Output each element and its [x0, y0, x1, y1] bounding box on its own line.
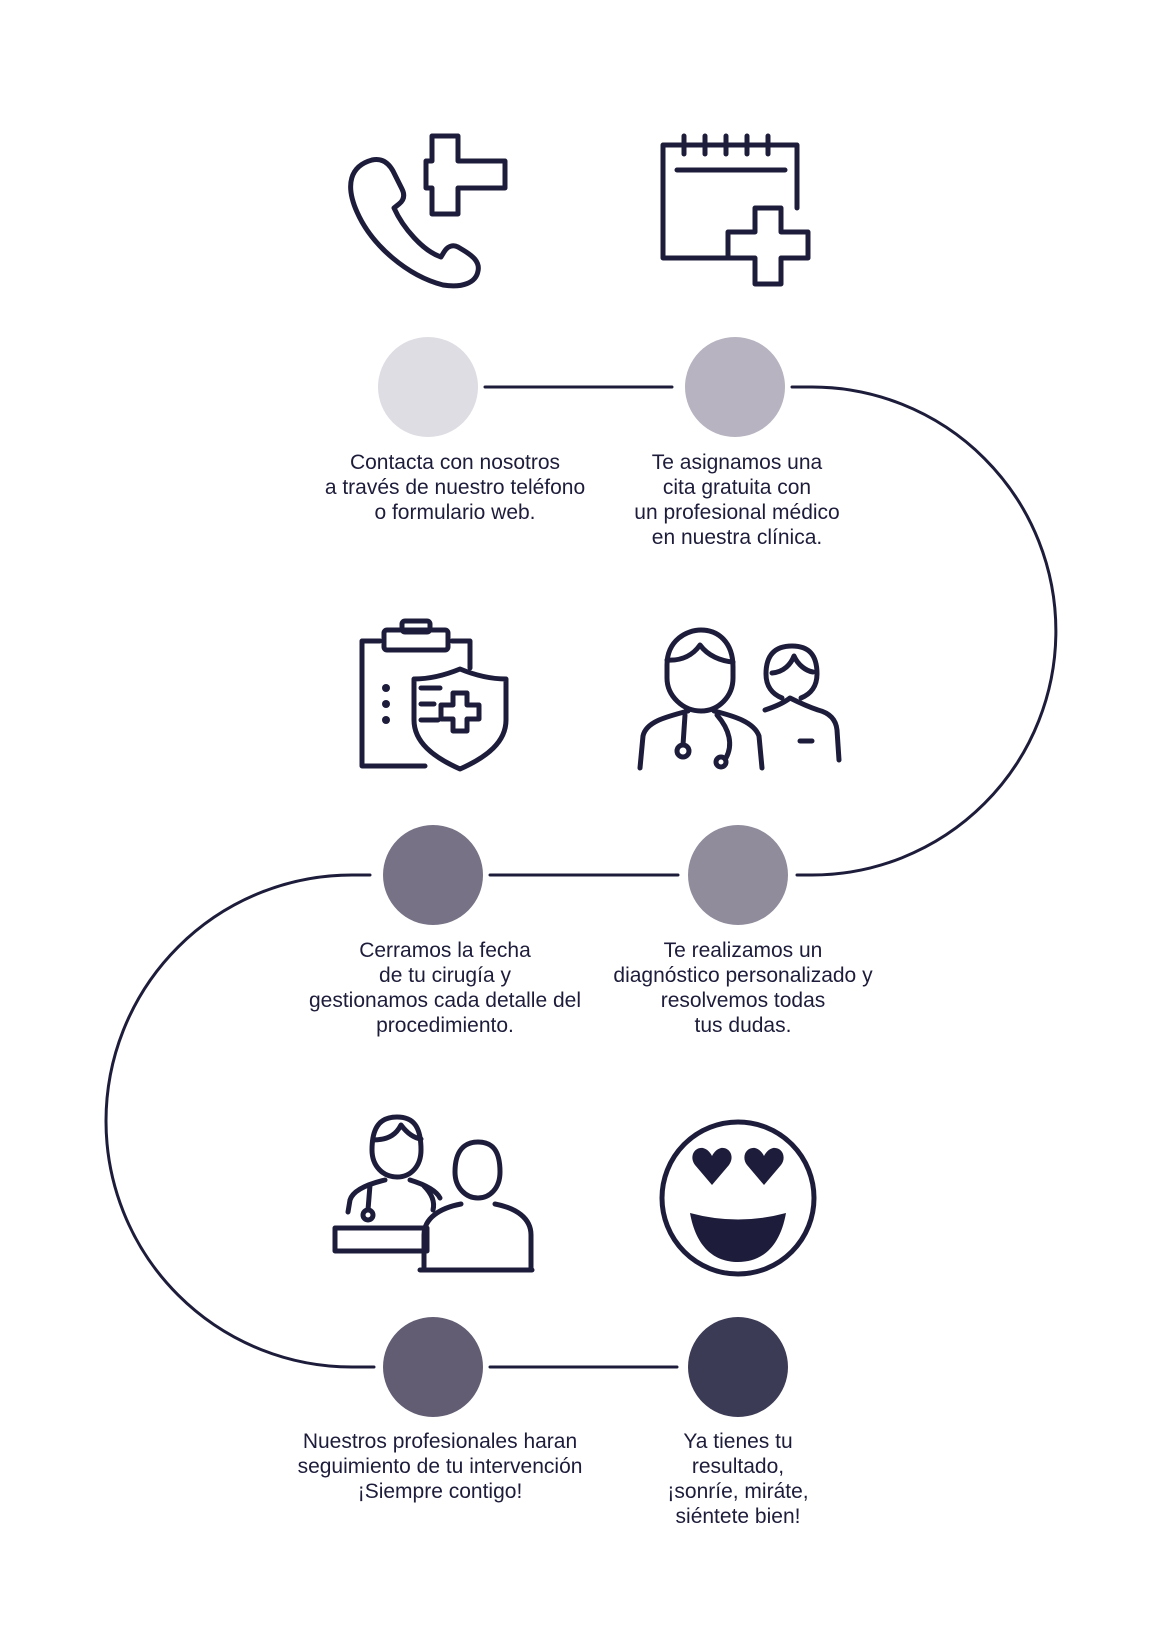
step-circle [383, 1317, 483, 1417]
caption-line: un profesional médico [634, 501, 840, 524]
caption-line: Contacta con nosotros [349, 451, 561, 474]
caption-line: seguimiento de tu intervención [297, 1455, 583, 1478]
caption-line: resultado, [691, 1455, 785, 1478]
step-3-caption: Te realizamos un diagnóstico personaliza… [573, 938, 913, 1038]
caption-line: procedimiento. [376, 1014, 514, 1037]
step-6-caption: Ya tienes tu resultado, ¡sonríe, miráte,… [568, 1429, 908, 1529]
caption-line: Nuestros profesionales haran [302, 1430, 578, 1453]
step-1-caption: Contacta con nosotros a través de nuestr… [285, 450, 625, 525]
step-circle [383, 825, 483, 925]
doctor-patient-icon [332, 1114, 535, 1273]
step-circle [688, 1317, 788, 1417]
connector-curve [790, 385, 1058, 877]
caption-line: Te realizamos un [663, 939, 823, 962]
step-circle [378, 337, 478, 437]
doctors-icon [637, 627, 842, 771]
caption-line: en nuestra clínica. [651, 526, 823, 549]
caption-line: tus dudas. [694, 1014, 792, 1037]
caption-line: resolvemos todas [660, 989, 826, 1012]
caption-line: gestionamos cada detalle del [308, 989, 581, 1012]
step-5-caption: Nuestros profesionales haran seguimiento… [270, 1429, 610, 1504]
calendar-plus-icon [660, 133, 811, 287]
caption-line: o formulario web. [374, 501, 536, 524]
caption-line: Cerramos la fecha [359, 939, 531, 962]
step-4-caption: Cerramos la fecha de tu cirugía y gestio… [275, 938, 615, 1038]
caption-line: ¡Siempre contigo! [357, 1480, 523, 1503]
caption-line: diagnóstico personalizado y [613, 964, 873, 987]
caption-line: cita gratuita con [662, 476, 812, 499]
clipboard-shield-icon [359, 618, 509, 772]
caption-line: de tu cirugía y [379, 964, 511, 987]
heart-eyes-smiley-icon [659, 1119, 817, 1277]
connector-curve [104, 873, 376, 1369]
caption-line: Ya tienes tu [683, 1430, 793, 1453]
step-circle [685, 337, 785, 437]
caption-line: siéntete bien! [675, 1505, 801, 1528]
caption-line: ¡sonríe, miráte, [667, 1480, 809, 1503]
caption-line: a través de nuestro teléfono [324, 476, 586, 499]
step-2-caption: Te asignamos una cita gratuita con un pr… [567, 450, 907, 550]
step-circle [688, 825, 788, 925]
phone-plus-icon [348, 133, 508, 289]
caption-line: Te asignamos una [651, 451, 823, 474]
